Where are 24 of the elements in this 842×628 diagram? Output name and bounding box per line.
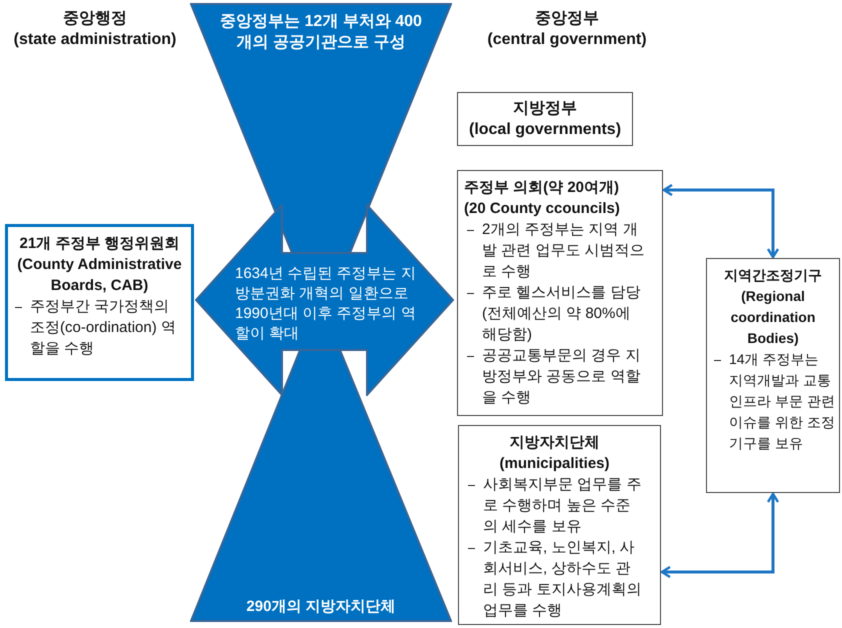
bullet-text: 주로 헬스서비스를 담당(전체예산의 약 80%에 해당함) [464,282,646,345]
bullet-text: 공공교통부문의 경우 지방정부와 공동으로 역할을 수행 [464,345,646,408]
box-heading: 21개 주정부 행정위원회 (County Administrative Boards, CAB) [16,234,183,296]
info-box [5,224,194,381]
box-heading: 지역간조정기구 (Regional coordination Bodies) [723,266,823,348]
column-heading: 중앙행정 (state administration) [12,9,178,50]
shape-text: 290개의 지방자치단체 [245,597,397,617]
bullet-text: 2개의 주정부는 지역 개발 관련 업무도 시범적으로 수행 [464,219,646,282]
connector-arrow [660,492,780,578]
title-box [457,92,633,146]
connector-arrow [662,184,780,258]
info-box [458,425,661,625]
box-heading: 지방자치단체 (municipalities) [498,433,611,474]
shape-text: 1634년 수립된 주정부는 지방분권화 개혁의 일환으로 1990년대 이후 주정부의 역할이 확대 [235,264,417,344]
shape-text: 중앙정부는 12개 부처와 400개의 공공기관으로 구성 [219,12,423,53]
box-heading: 지방정부 (local governments) [468,99,622,140]
info-box [706,258,840,493]
info-box [457,170,663,416]
box-heading: 주정부 의회(약 20여개) (20 County ccouncils) [464,178,621,219]
bullet-text: 주정부간 국가정책의 조정(co-ordination) 역할을 수행 [12,296,187,359]
column-heading: 중앙정부 (central government) [486,9,648,50]
bullet-text: 기초교육, 노인복지, 사회서비스, 상하수도 관리 등과 토지사용계획의 업무를 수행 [465,537,644,621]
bullet-text: 사회복지부문 업무를 주로 수행하며 높은 수준의 세수를 보유 [465,474,644,537]
bullet-text: 14개 주정부는 지역개발과 교통인프라 부문 관련 이슈를 위한 조정 기구를 보유 [711,349,835,454]
